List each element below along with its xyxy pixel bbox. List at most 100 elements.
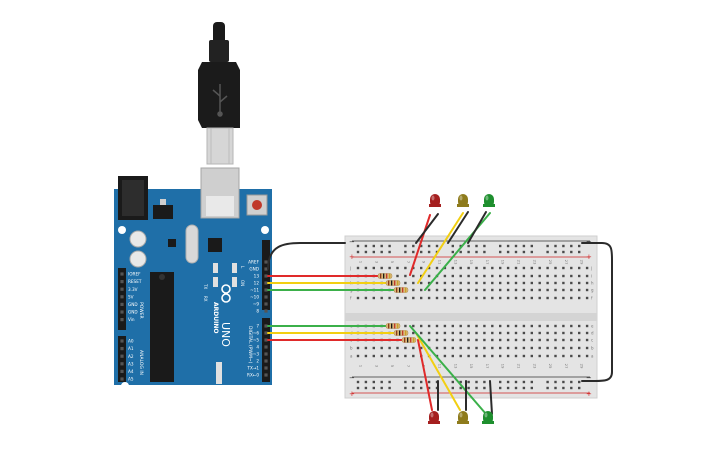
resistor[interactable] [393, 287, 409, 293]
analog-pin-hole[interactable] [120, 377, 124, 381]
rail-hole[interactable] [404, 380, 407, 384]
breadboard-hole[interactable] [506, 274, 510, 278]
breadboard-hole[interactable] [404, 281, 407, 285]
rail-hole[interactable] [380, 380, 383, 384]
breadboard-hole[interactable] [451, 346, 454, 350]
digital-bottom-pin-hole[interactable] [264, 366, 268, 370]
breadboard-hole[interactable] [396, 354, 399, 358]
breadboard-hole[interactable] [554, 354, 557, 358]
digital-top-pin-hole[interactable] [264, 288, 268, 292]
digital-bottom-pin-hole[interactable] [264, 331, 268, 335]
rail-hole[interactable] [372, 250, 375, 254]
breadboard-hole[interactable] [506, 338, 510, 342]
rail-hole[interactable] [578, 250, 581, 254]
rail-hole[interactable] [404, 386, 407, 390]
breadboard-hole[interactable] [562, 331, 565, 335]
rail-hole[interactable] [372, 386, 375, 390]
power-pin-hole[interactable] [120, 280, 124, 284]
rail-hole[interactable] [388, 250, 391, 254]
breadboard-hole[interactable] [538, 296, 541, 300]
breadboard-hole[interactable] [506, 354, 510, 358]
breadboard-hole[interactable] [412, 346, 415, 350]
breadboard-hole[interactable] [427, 331, 431, 335]
breadboard-hole[interactable] [538, 266, 541, 270]
breadboard-hole[interactable] [412, 331, 415, 335]
breadboard-hole[interactable] [499, 354, 502, 358]
rail-hole[interactable] [467, 380, 470, 384]
rail-hole[interactable] [412, 386, 415, 390]
breadboard-hole[interactable] [522, 274, 526, 278]
breadboard-hole[interactable] [522, 288, 526, 292]
rail-hole[interactable] [388, 380, 391, 384]
breadboard-hole[interactable] [443, 354, 447, 358]
rail-hole[interactable] [554, 386, 557, 390]
rail-hole[interactable] [427, 380, 431, 384]
breadboard-hole[interactable] [356, 296, 360, 300]
breadboard-hole[interactable] [356, 266, 360, 270]
rail-hole[interactable] [514, 380, 518, 384]
breadboard-hole[interactable] [562, 274, 565, 278]
breadboard-hole[interactable] [404, 354, 407, 358]
breadboard-hole[interactable] [578, 331, 581, 335]
breadboard-hole[interactable] [364, 346, 368, 350]
breadboard-hole[interactable] [491, 338, 494, 342]
analog-pin-hole[interactable] [120, 339, 124, 343]
breadboard-hole[interactable] [578, 354, 581, 358]
digital-top-pin-hole[interactable] [264, 281, 268, 285]
rail-hole[interactable] [372, 380, 375, 384]
breadboard-hole[interactable] [451, 274, 454, 278]
breadboard-hole[interactable] [522, 346, 526, 350]
breadboard-hole[interactable] [585, 274, 589, 278]
rail-hole[interactable] [475, 244, 478, 248]
breadboard-hole[interactable] [420, 346, 423, 350]
rail-hole[interactable] [412, 380, 415, 384]
breadboard-hole[interactable] [499, 288, 502, 292]
breadboard-hole[interactable] [499, 296, 502, 300]
power-pin-hole[interactable] [120, 272, 124, 276]
power-pin-hole[interactable] [120, 302, 124, 306]
breadboard-hole[interactable] [404, 274, 407, 278]
rail-hole[interactable] [522, 244, 526, 248]
breadboard-hole[interactable] [372, 266, 375, 270]
breadboard-hole[interactable] [380, 266, 383, 270]
breadboard-hole[interactable] [475, 338, 478, 342]
rail-hole[interactable] [483, 250, 486, 254]
breadboard-hole[interactable] [522, 281, 526, 285]
rail-hole[interactable] [356, 380, 360, 384]
breadboard-hole[interactable] [372, 346, 375, 350]
breadboard-hole[interactable] [554, 266, 557, 270]
breadboard-hole[interactable] [451, 324, 454, 328]
breadboard-hole[interactable] [467, 266, 470, 270]
breadboard-hole[interactable] [420, 274, 423, 278]
rail-hole[interactable] [554, 380, 557, 384]
breadboard-hole[interactable] [467, 288, 470, 292]
rail-hole[interactable] [364, 386, 368, 390]
rail-hole[interactable] [427, 244, 431, 248]
breadboard-hole[interactable] [585, 346, 589, 350]
breadboard-hole[interactable] [562, 281, 565, 285]
rail-hole[interactable] [530, 250, 533, 254]
breadboard-hole[interactable] [412, 288, 415, 292]
rail-hole[interactable] [427, 250, 431, 254]
breadboard-hole[interactable] [514, 354, 518, 358]
breadboard-hole[interactable] [546, 266, 549, 270]
rail-hole[interactable] [483, 244, 486, 248]
breadboard-hole[interactable] [514, 281, 518, 285]
rail-hole[interactable] [459, 380, 462, 384]
breadboard-hole[interactable] [554, 346, 557, 350]
breadboard-hole[interactable] [412, 274, 415, 278]
breadboard-hole[interactable] [443, 274, 447, 278]
breadboard-hole[interactable] [554, 324, 557, 328]
breadboard-hole[interactable] [435, 338, 439, 342]
breadboard-hole[interactable] [562, 296, 565, 300]
rail-hole[interactable] [420, 386, 423, 390]
breadboard-hole[interactable] [491, 288, 494, 292]
rail-hole[interactable] [451, 244, 454, 248]
breadboard-hole[interactable] [562, 354, 565, 358]
digital-bottom-pin-hole[interactable] [264, 324, 268, 328]
digital-bottom-pin-hole[interactable] [264, 373, 268, 377]
breadboard-hole[interactable] [506, 288, 510, 292]
breadboard-hole[interactable] [388, 346, 391, 350]
breadboard-hole[interactable] [483, 324, 486, 328]
rail-hole[interactable] [356, 386, 360, 390]
